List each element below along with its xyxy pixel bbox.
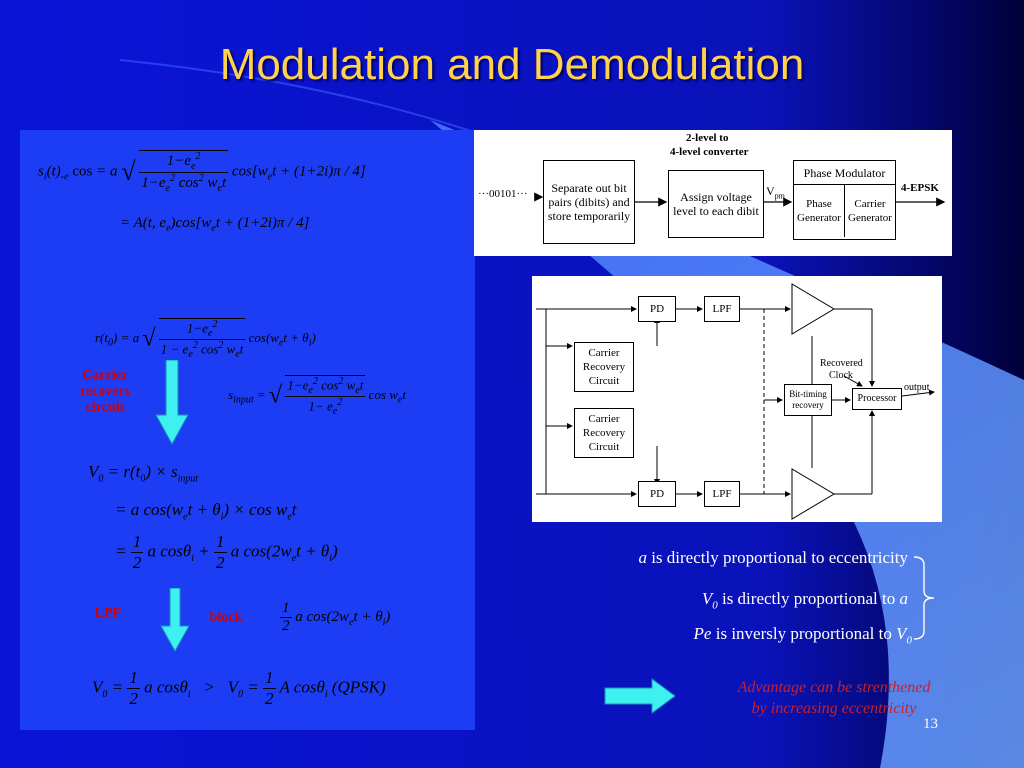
equation-v0: V0 = r(t0) × sinput [88, 462, 199, 485]
dibit-separator-box: Separate out bit pairs (dibits) and stor… [543, 160, 635, 244]
slide-title: Modulation and Demodulation [219, 40, 805, 89]
block-label: block [209, 610, 243, 625]
right-arrow-icon [604, 678, 676, 714]
pd-top-box: PD [638, 296, 676, 322]
statement-pe: Pe is inversly proportional to V0 [693, 624, 912, 647]
carrier-recovery-top-box: Carrier Recovery Circuit [574, 342, 634, 392]
bit-timing-recovery-box: Bit-timing recovery [784, 384, 832, 416]
equation-signal-amplitude: = A(t, ee)cos[wet + (1+2i)π / 4] [120, 215, 310, 234]
advantage-line2: by increasing eccentricity [751, 700, 917, 717]
phase-modulator-title: Phase Modulator [794, 161, 895, 185]
advantage-line1: Advantage can be strenthened [737, 679, 931, 696]
clock-label: Clock [829, 370, 853, 381]
equation-v0-expanded: = a cos(wet + θi) × cos wet [115, 500, 297, 523]
processor-box: Processor [852, 388, 902, 410]
phase-modulator-box: Phase Modulator Phase Generator Carrier … [793, 160, 896, 240]
recovered-label: Recovered [820, 358, 863, 369]
carrier-recovery-bottom-box: Carrier Recovery Circuit [574, 408, 634, 458]
phase-generator: Phase Generator [794, 185, 845, 237]
equation-received: r(t0) = a √ 1−ee2 1 − ee2 cos2 wet cos(w… [95, 318, 316, 360]
page-number: 13 [923, 716, 938, 732]
down-arrow-icon [155, 360, 189, 445]
lpf-label: LPF [94, 606, 122, 621]
converter-header-line1: 2-level to [686, 132, 729, 144]
advantage-note: Advantage can be strenthened by increasi… [684, 677, 984, 719]
equation-input: sinput = √ 1−ee2 cos2 wet 1− ee2 cos wet [228, 375, 406, 417]
converter-header-line2: 4-level converter [670, 146, 749, 158]
vpm-label: Vpm [766, 184, 785, 201]
carrier-generator: Carrier Generator [848, 198, 892, 224]
statement-eccentricity: a is directly proportional to eccentrici… [638, 548, 908, 567]
demodulator-diagram: PD LPF PD LPF Carrier Recovery Circuit C… [532, 276, 942, 522]
converter-diagram: 2-level to 4-level converter ···00101···… [474, 130, 952, 256]
output-4epsk: 4-EPSK [901, 182, 939, 194]
lpf-top-box: LPF [704, 296, 740, 322]
lpf-bottom-box: LPF [704, 481, 740, 507]
equation-signal: si(t)-e cos = a √ 1−ee2 1−ee2 cos2 wet c… [38, 150, 366, 194]
right-brace-icon [913, 556, 935, 640]
equation-panel [20, 130, 475, 730]
carrier-recovers-label: Carrier recovers circuit [79, 368, 131, 415]
down-arrow-icon [160, 588, 190, 652]
input-bitstream: ···00101··· [478, 188, 528, 200]
statement-v0: V0 is directly proportional to a [701, 589, 908, 612]
voltage-assign-box: Assign voltage level to each dibit [668, 170, 764, 238]
output-label: output [904, 382, 930, 393]
pd-bottom-box: PD [638, 481, 676, 507]
